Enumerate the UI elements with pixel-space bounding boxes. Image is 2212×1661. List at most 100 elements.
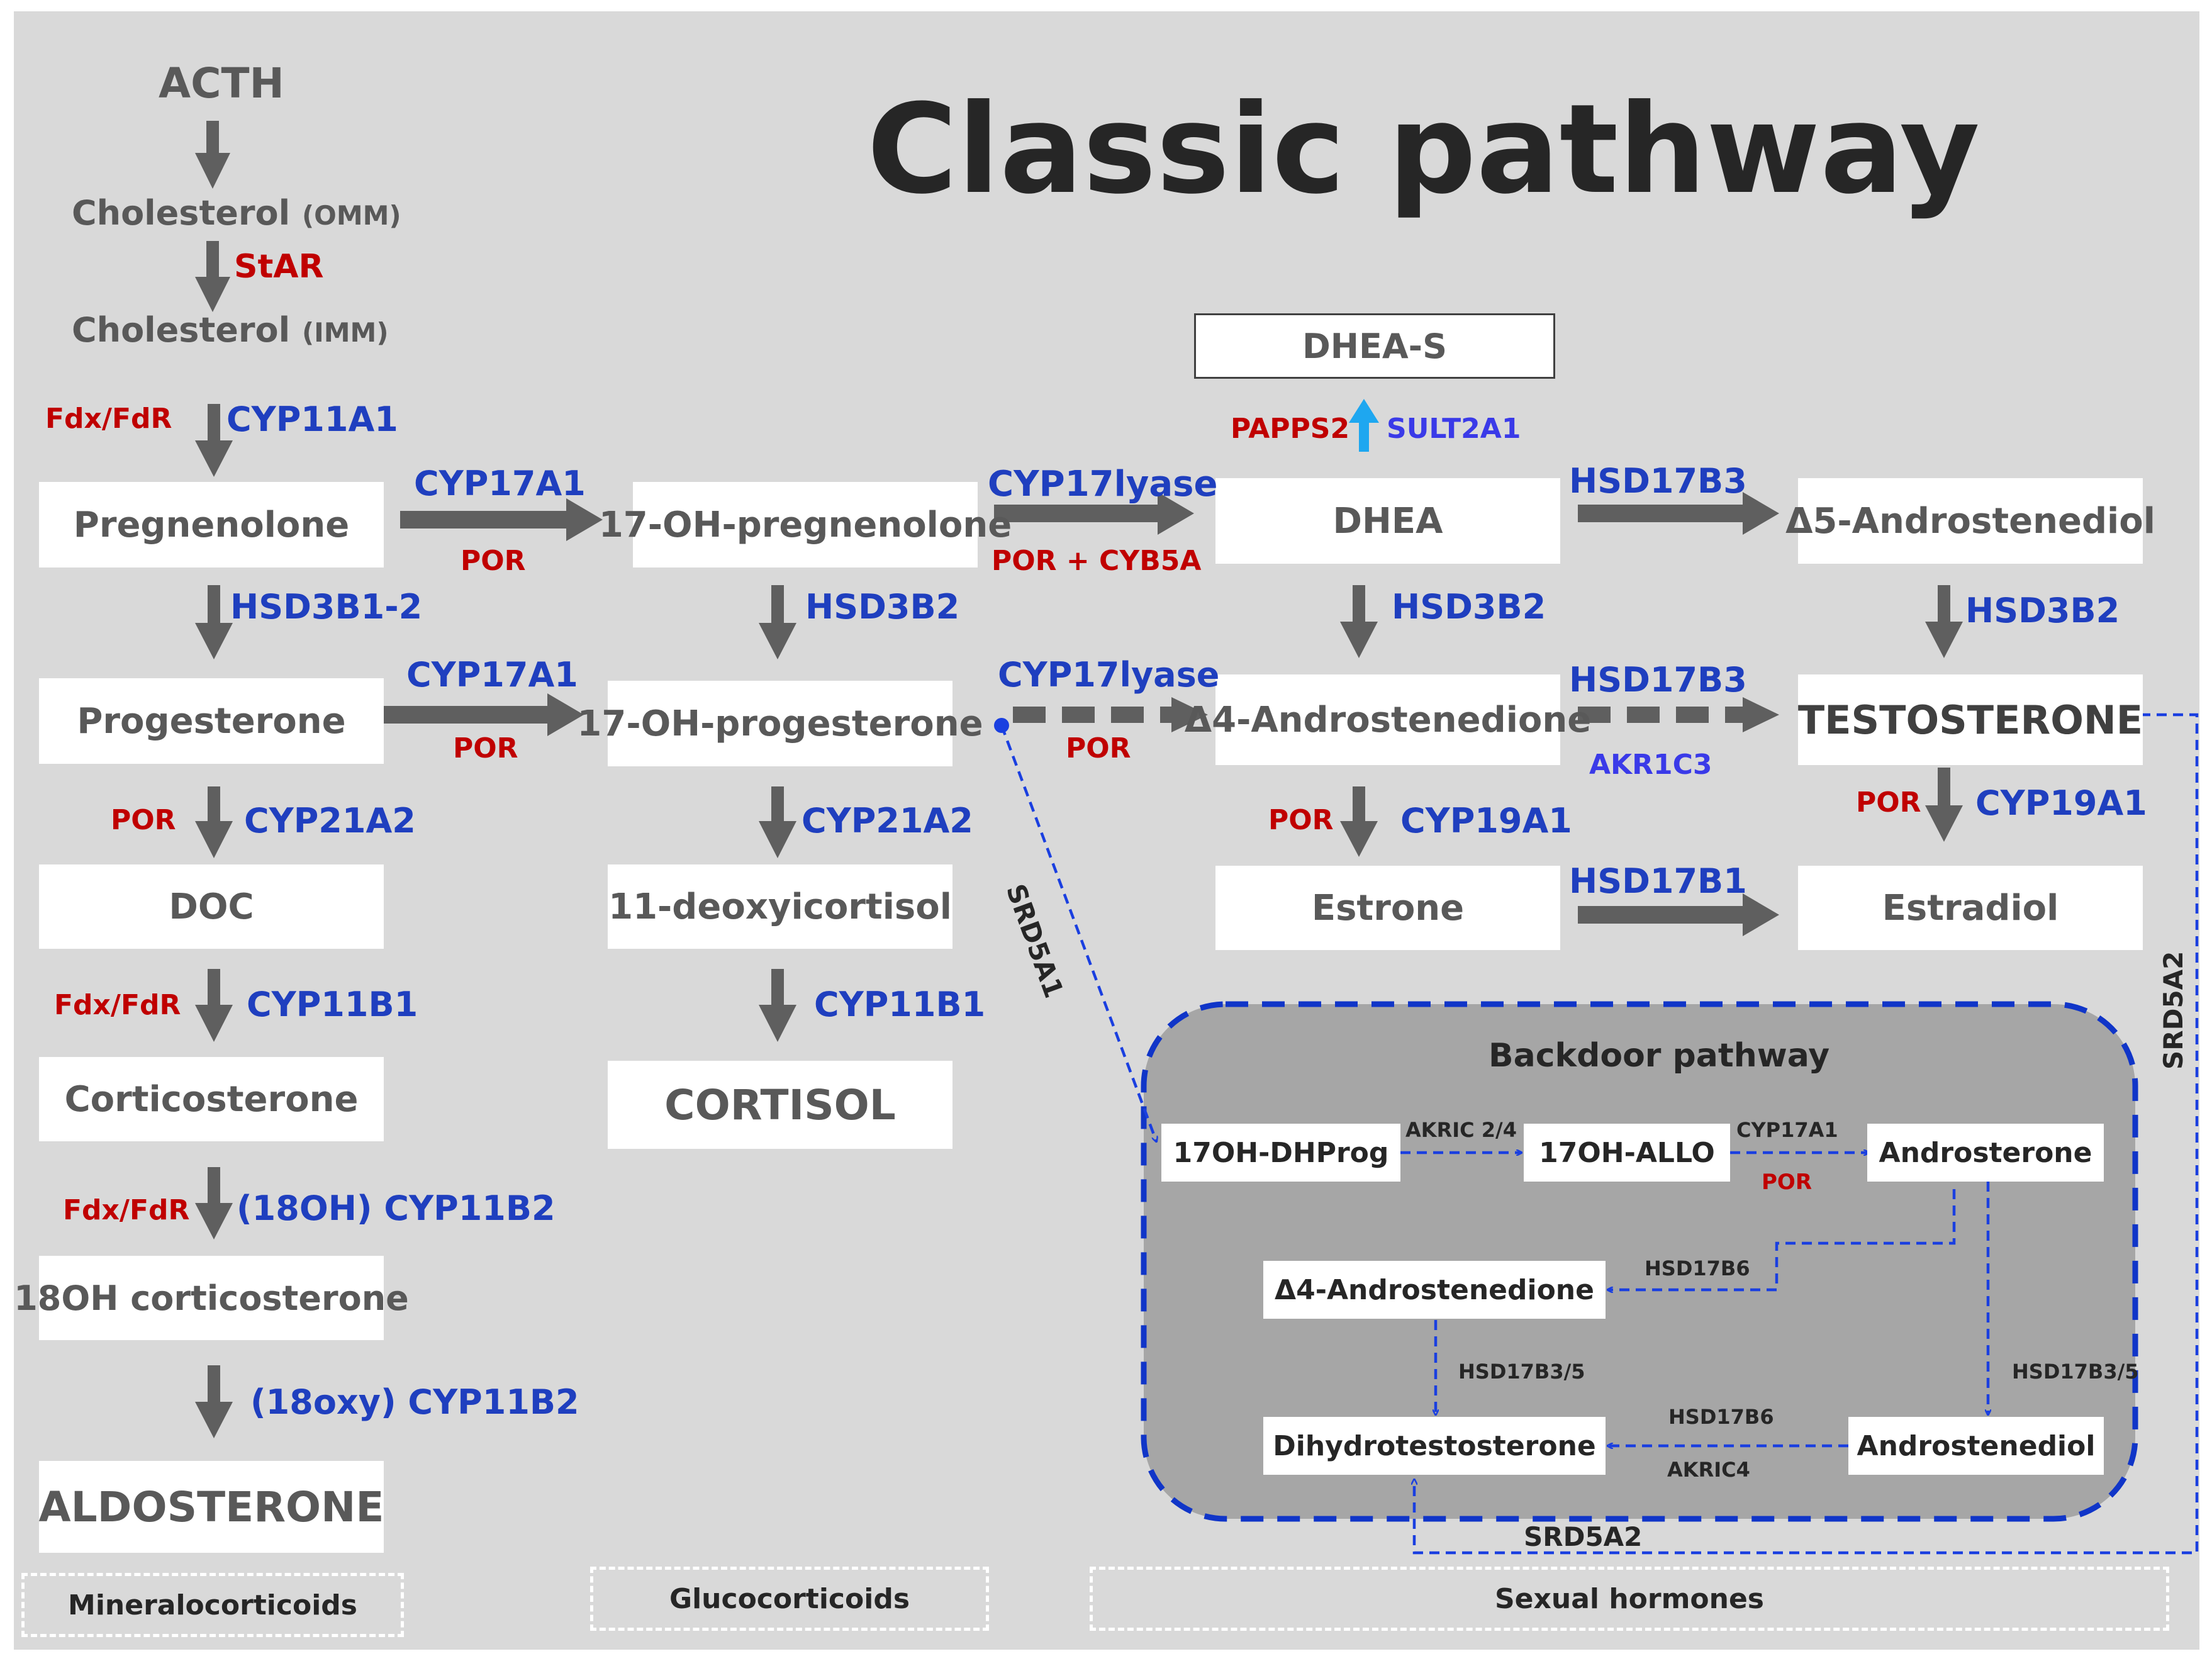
dht-box: Dihydrotestosterone bbox=[1263, 1417, 1606, 1475]
arrow-hsd3b2-b bbox=[1340, 585, 1378, 658]
cyp11a1-label: CYP11A1 bbox=[226, 400, 398, 439]
cyp21a2-label-b: CYP21A2 bbox=[802, 801, 973, 841]
srd5a1-origin-dot bbox=[994, 718, 1009, 733]
17oh-progesterone-box: 17-OH-progesterone bbox=[577, 681, 983, 766]
akric4-label: AKRIC4 bbox=[1667, 1458, 1750, 1482]
cyp11b2-label-b: (18oxy) CYP11B2 bbox=[250, 1382, 579, 1422]
page-title: Classic pathway bbox=[867, 78, 1980, 221]
hsd17b6-label-bottom: HSD17B6 bbox=[1668, 1405, 1774, 1429]
arrow-cyp11b1-b bbox=[759, 969, 796, 1042]
cyp17a1-label-a: CYP17A1 bbox=[414, 464, 586, 503]
arrow-cyp19a1-b bbox=[1925, 768, 1963, 842]
arrow-cyp17a1-b bbox=[384, 693, 584, 736]
category-glucocorticoids: Glucocorticoids bbox=[590, 1567, 989, 1631]
cholesterol-imm-label: Cholesterol (IMM) bbox=[72, 310, 389, 350]
backdoor-title: Backdoor pathway bbox=[1489, 1037, 1830, 1075]
17oh-allo-box: 17OH-ALLO bbox=[1524, 1124, 1730, 1182]
arrow-cyp11b2-b bbox=[195, 1365, 233, 1438]
cyp21a2-label-a: CYP21A2 bbox=[244, 801, 416, 841]
hsd3b1-2-label: HSD3B1-2 bbox=[230, 587, 423, 627]
hsd17b3-label-b: HSD17B3 bbox=[1569, 660, 1747, 700]
por-cyb5a-label: POR + CYB5A bbox=[991, 545, 1202, 577]
horizontal-arrows bbox=[384, 492, 1779, 936]
hsd17b6-top-arrow bbox=[1608, 1189, 1956, 1290]
category-sexual-hormones: Sexual hormones bbox=[1090, 1567, 2169, 1631]
arrow-hsd3b1 bbox=[195, 585, 233, 659]
akric24-label: AKRIC 2/4 bbox=[1405, 1118, 1517, 1142]
arrow-hsd3b2-a bbox=[759, 585, 796, 659]
dhea-box: DHEA bbox=[1215, 478, 1560, 564]
bd-androstenediol-box: Androstenediol bbox=[1848, 1417, 2104, 1475]
srd5a2-line bbox=[1414, 713, 2199, 1555]
por-label-doc: POR bbox=[111, 804, 176, 836]
dashed-arrows bbox=[1013, 697, 1779, 732]
cyp11b1-label-b: CYP11B1 bbox=[814, 985, 986, 1024]
androsterone-box: Androsterone bbox=[1867, 1124, 2104, 1182]
progesterone-box: Progesterone bbox=[39, 678, 384, 764]
estrone-box: Estrone bbox=[1215, 866, 1560, 950]
cyp19a1-label-a: CYP19A1 bbox=[1400, 801, 1572, 841]
bd-cyp17a1-label: CYP17A1 bbox=[1736, 1118, 1838, 1142]
hsd3b2-label-a: HSD3B2 bbox=[805, 587, 960, 627]
arrow-cyp19a1-a bbox=[1340, 786, 1378, 857]
hsd17b35-label-right: HSD17B3/5 bbox=[2012, 1360, 2139, 1384]
cyp11b1-label-a: CYP11B1 bbox=[247, 985, 418, 1024]
cyp17lyase-label-a: CYP17lyase bbox=[988, 464, 1218, 505]
cyp19a1-label-b: CYP19A1 bbox=[1975, 783, 2147, 823]
middle-column-arrows bbox=[759, 585, 796, 1042]
17oh-pregnenolone-box: 17-OH-pregnenolone bbox=[599, 482, 1012, 568]
fdx-fdr-label-18oh: Fdx/FdR bbox=[63, 1194, 190, 1226]
por-label-estrone: POR bbox=[1268, 804, 1334, 836]
star-label: StAR bbox=[234, 248, 324, 286]
papps2-label: PAPPS2 bbox=[1231, 413, 1350, 445]
hsd17b35-label-left: HSD17B3/5 bbox=[1458, 1360, 1585, 1384]
cyp17lyase-label-b: CYP17lyase bbox=[998, 655, 1220, 695]
cyp11b2-label-a: (18OH) CYP11B2 bbox=[237, 1188, 556, 1228]
cortisol-box: CORTISOL bbox=[608, 1061, 952, 1149]
arrow-acth-chol bbox=[195, 121, 230, 189]
cholesterol-omm-label: Cholesterol (OMM) bbox=[72, 193, 401, 233]
arrow-cyp11b2-a bbox=[195, 1167, 233, 1239]
arrow-star bbox=[195, 241, 230, 312]
right-column-arrows bbox=[1340, 585, 1963, 857]
srd5a1-line bbox=[1000, 725, 1156, 1141]
arrow-cyp11b1-a bbox=[195, 969, 233, 1042]
corticosterone-box: Corticosterone bbox=[39, 1057, 384, 1141]
srd5a2-label-right: SRD5A2 bbox=[2158, 951, 2189, 1070]
testosterone-box: TESTOSTERONE bbox=[1798, 674, 2143, 765]
androstenedione-box: Δ4-Androstenedione bbox=[1185, 674, 1591, 765]
arrow-hsd3b2-c bbox=[1925, 585, 1963, 658]
fdx-fdr-label: Fdx/FdR bbox=[45, 403, 172, 435]
bd-androstenedione-box: Δ4-Androstenedione bbox=[1263, 1261, 1606, 1319]
arrow-cyp21a2-b bbox=[759, 786, 796, 858]
category-mineralocorticoids: Mineralocorticoids bbox=[21, 1573, 404, 1637]
akr1c3-label: AKR1C3 bbox=[1589, 749, 1712, 781]
hsd17b6-label-top: HSD17B6 bbox=[1645, 1256, 1750, 1280]
11-deoxycortisol-box: 11-deoxyicortisol bbox=[608, 864, 952, 949]
sult2a1-label: SULT2A1 bbox=[1387, 413, 1521, 445]
arrow-sult2a1 bbox=[1349, 399, 1379, 452]
pregnenolone-box: Pregnenolone bbox=[39, 482, 384, 568]
arrow-cyp17lyase-a bbox=[994, 492, 1194, 535]
arrow-cyp17a1-a bbox=[400, 498, 603, 541]
fdx-fdr-label-cort: Fdx/FdR bbox=[54, 989, 181, 1021]
arrow-hsd17b3-a bbox=[1578, 492, 1779, 535]
hsd3b2-label-c: HSD3B2 bbox=[1965, 591, 2120, 630]
left-column-arrows bbox=[195, 121, 233, 1438]
hsd3b2-label-b: HSD3B2 bbox=[1392, 587, 1546, 627]
por-label-b: POR bbox=[453, 732, 518, 764]
estradiol-box: Estradiol bbox=[1798, 866, 2143, 950]
bd-por-label: POR bbox=[1762, 1170, 1813, 1195]
acth-label: ACTH bbox=[159, 59, 284, 108]
arrow-hsd17b1 bbox=[1578, 893, 1779, 936]
srd5a2-label-bottom: SRD5A2 bbox=[1524, 1521, 1643, 1552]
aldosterone-box: ALDOSTERONE bbox=[39, 1461, 384, 1553]
17oh-dhprog-box: 17OH-DHProg bbox=[1161, 1124, 1400, 1182]
arrow-cyp21a2-a bbox=[195, 786, 233, 858]
androstenediol5-box: Δ5-Androstenediol bbox=[1785, 478, 2155, 564]
hsd17b3-label-a: HSD17B3 bbox=[1569, 461, 1747, 501]
18oh-corticosterone-box: 18OH corticosterone bbox=[14, 1256, 409, 1340]
arrow-cyp11a1 bbox=[195, 404, 233, 477]
hsd17b1-label: HSD17B1 bbox=[1569, 861, 1747, 901]
